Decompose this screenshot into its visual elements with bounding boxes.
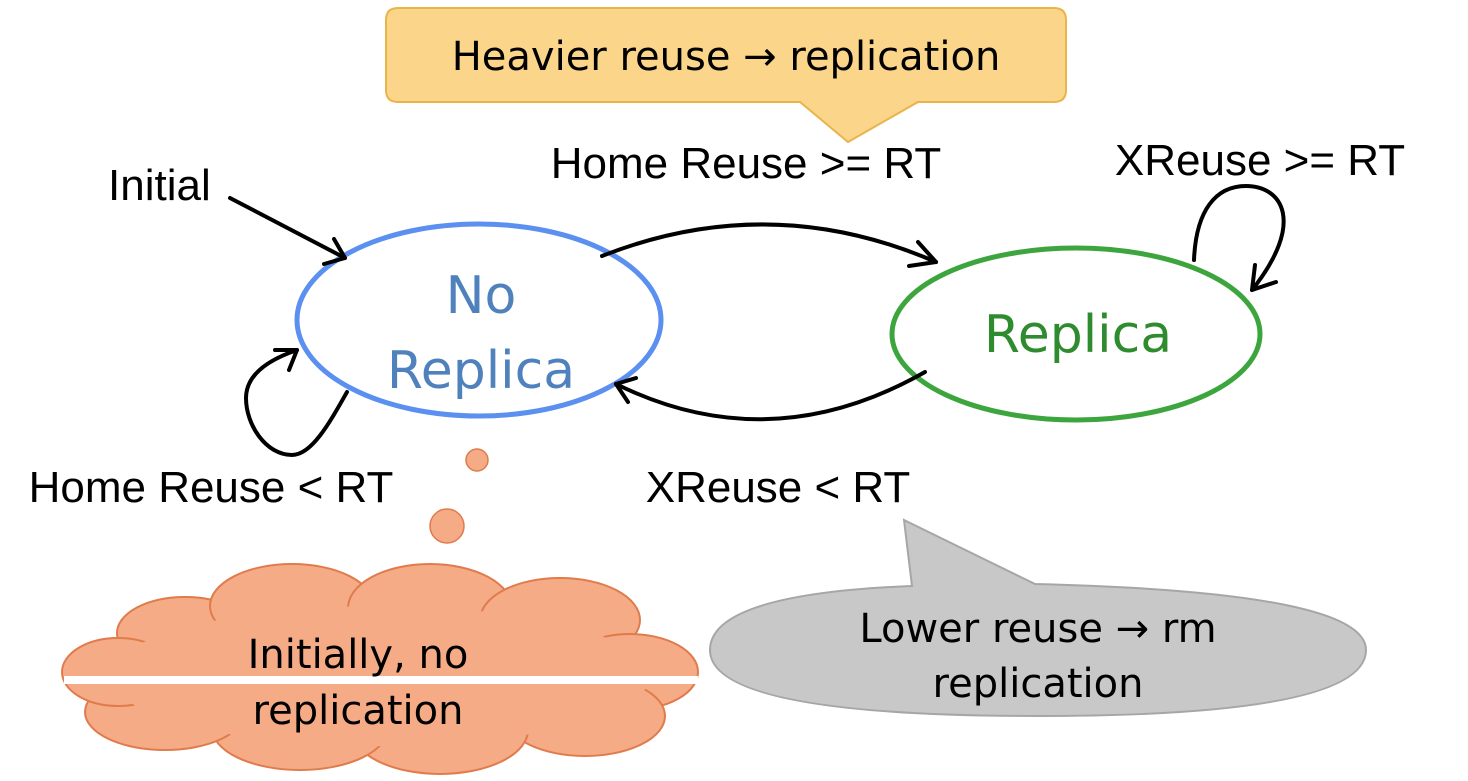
edge-replica-self-loop	[1192, 184, 1286, 292]
edge-initial	[228, 196, 347, 266]
heavier-reuse-callout: Heavier reuse → replication	[385, 7, 1067, 144]
lower-reuse-callout-line1: Lower reuse → rm	[859, 606, 1216, 652]
label-home-reuse-lt-rt: Home Reuse < RT	[29, 463, 394, 512]
label-home-reuse-ge-rt: Home Reuse >= RT	[551, 139, 941, 188]
state-no-replica-line2: Replica	[387, 341, 575, 401]
state-replica: Replica	[889, 245, 1263, 423]
heavier-reuse-callout-shape	[385, 7, 1067, 144]
state-no-replica-ellipse	[294, 221, 664, 419]
edge-no-replica-to-replica	[600, 222, 938, 268]
lower-reuse-callout-line2: replication	[933, 661, 1144, 707]
cloud-text-line2: replication	[253, 688, 464, 734]
state-no-replica: No Replica	[294, 221, 664, 419]
cloud-divider	[64, 676, 698, 684]
label-xreuse-lt-rt: XReuse < RT	[646, 463, 911, 512]
label-initial: Initial	[108, 161, 211, 210]
lower-reuse-callout-shape	[708, 518, 1368, 718]
label-xreuse-ge-rt: XReuse >= RT	[1115, 136, 1405, 185]
state-replica-ellipse	[889, 245, 1263, 423]
edge-no-replica-self-loop	[244, 348, 349, 457]
state-replica-label: Replica	[984, 305, 1172, 365]
heavier-reuse-callout-text: Heavier reuse → replication	[452, 34, 1001, 80]
thought-bubble-large	[429, 508, 465, 544]
lower-reuse-callout: Lower reuse → rm replication	[708, 518, 1368, 718]
thought-bubble-medium	[465, 448, 489, 472]
cloud-text-line1: Initially, no	[248, 632, 469, 678]
edge-replica-to-no-replica	[614, 370, 927, 422]
state-no-replica-line1: No	[446, 266, 517, 326]
initially-no-replication-cloud: Initially, no replication	[61, 563, 699, 775]
